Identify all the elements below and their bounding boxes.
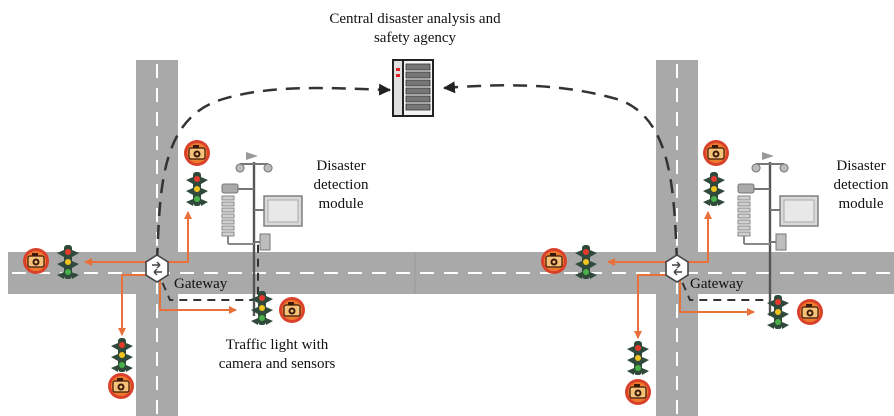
right-gateway-arrows	[607, 211, 755, 339]
traffic-light-icon	[186, 172, 208, 206]
camera-icon	[22, 247, 50, 275]
camera-icon	[107, 372, 135, 400]
detection-module-label-left: Disaster detection module	[313, 158, 369, 212]
camera-icon	[796, 298, 824, 326]
camera-icon	[624, 378, 652, 406]
agency-label: Central disaster analysis and safety age…	[329, 11, 501, 46]
camera-icon	[540, 247, 568, 275]
server-rack-icon	[392, 59, 434, 117]
traffic-light-label: Traffic light with camera and sensors	[218, 337, 336, 372]
camera-icon	[278, 296, 306, 324]
gateway-label-left: Gateway	[174, 276, 228, 292]
traffic-light-icon	[111, 338, 133, 372]
gateway-router-icon-left	[145, 254, 169, 283]
camera-icon	[183, 139, 211, 167]
gateway-label-right: Gateway	[690, 276, 744, 292]
road-network	[8, 60, 894, 416]
traffic-light-icon	[627, 341, 649, 375]
agency-links	[155, 81, 679, 263]
detection-module-label-right: Disaster detection module	[833, 158, 889, 212]
left-gateway-arrows	[84, 211, 237, 336]
traffic-light-icon	[703, 172, 725, 206]
camera-icon	[702, 139, 730, 167]
right-dashed-link	[443, 81, 679, 263]
left-dashed-link	[155, 83, 391, 263]
gateway-router-icon-right	[665, 254, 689, 283]
